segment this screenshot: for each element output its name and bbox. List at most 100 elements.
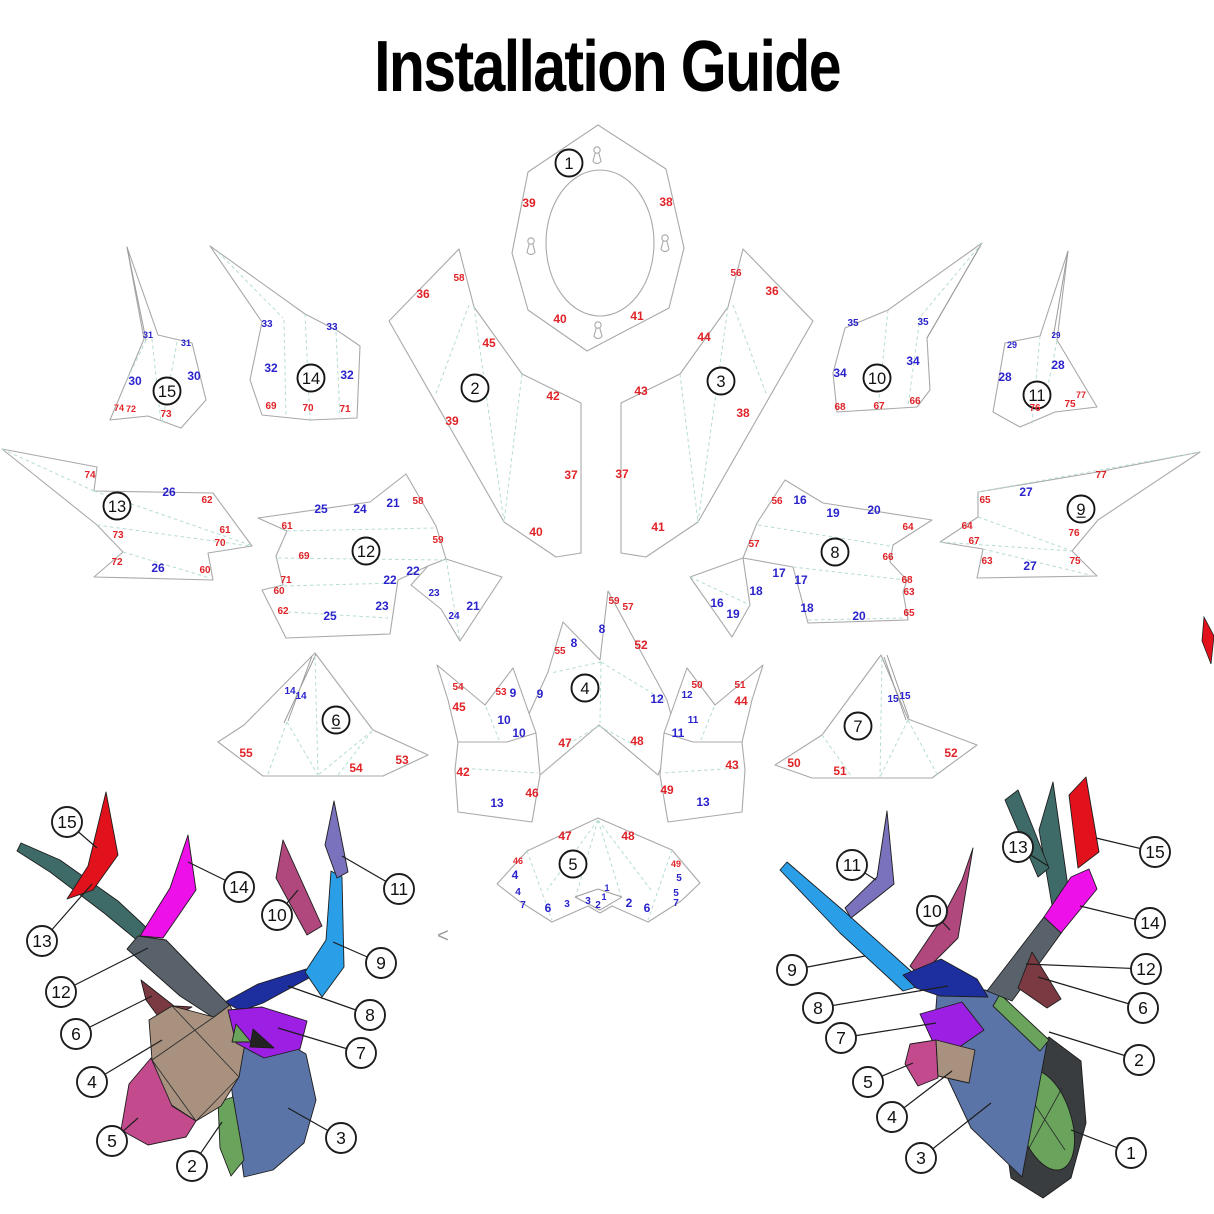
callout-badge	[1115, 1137, 1147, 1169]
edge-number: 76	[1068, 528, 1080, 539]
edge-number: 28	[1051, 358, 1065, 372]
edge-number: 33	[326, 322, 338, 333]
edge-number: 71	[280, 575, 292, 586]
edge-number: 50	[787, 756, 801, 770]
piece-number: 13	[108, 498, 126, 516]
edge-number: 52	[944, 746, 958, 760]
edge-number: 14	[284, 686, 296, 697]
edge-number: 75	[1064, 399, 1076, 410]
callout-badge	[26, 925, 58, 957]
edge-number: 73	[160, 409, 172, 420]
callout-line	[817, 985, 949, 1009]
right-deer-face-4	[935, 1039, 976, 1084]
edge-number: 2	[595, 900, 601, 911]
edge-number: 75	[1069, 556, 1081, 567]
callout-number: 7	[836, 1028, 846, 1048]
callout-badge	[325, 1122, 357, 1154]
right-deer-muzzle-5	[904, 1039, 939, 1087]
right-deer-back-2	[992, 993, 1050, 1052]
edge-number: 29	[1007, 340, 1017, 350]
edge-number: 50	[691, 680, 703, 691]
piece-number: 1	[564, 155, 573, 173]
edge-number: 8	[599, 622, 606, 636]
edge-number: 56	[771, 496, 783, 507]
piece-number-badge	[1022, 380, 1052, 410]
edge-number: 24	[448, 611, 460, 622]
edge-number: 9	[537, 687, 544, 701]
edge-number: 6	[644, 901, 651, 915]
edge-number: 36	[416, 287, 430, 301]
left-deer-model	[16, 791, 349, 1178]
edge-number: 45	[452, 700, 466, 714]
callout-badge	[1130, 953, 1162, 985]
callout-badge	[916, 895, 948, 927]
edge-number: 44	[697, 330, 711, 344]
callout-badge	[176, 1150, 208, 1182]
piece-number: 6	[331, 712, 340, 730]
piece-number: 14	[302, 370, 320, 388]
piece-number-badge	[570, 673, 600, 703]
edge-number: 9	[510, 686, 517, 700]
piece-number-badge	[820, 537, 850, 567]
callout-badge	[776, 954, 808, 986]
callout-number: 11	[390, 879, 408, 899]
edge-number: 42	[546, 389, 560, 403]
edge-number: 38	[659, 195, 673, 209]
edge-number: 43	[634, 384, 648, 398]
callout-number: 1	[1126, 1143, 1136, 1163]
edge-number: 20	[867, 503, 881, 517]
edge-number: 74	[114, 403, 124, 413]
edge-number: 57	[748, 539, 760, 550]
edge-number: 4	[515, 887, 521, 898]
callout-number: 15	[1145, 842, 1164, 862]
edge-number: 45	[482, 336, 496, 350]
edge-number: 68	[901, 575, 913, 586]
edge-number: 18	[800, 601, 814, 615]
edge-number: 24	[353, 502, 367, 516]
callout-line	[1037, 976, 1144, 1009]
edge-number: 62	[277, 606, 289, 617]
edge-number: 54	[349, 761, 363, 775]
edge-number: 34	[906, 354, 920, 368]
callout-badge	[365, 947, 397, 979]
edge-number: 10	[512, 726, 526, 740]
edge-number: 7	[673, 898, 679, 909]
callout-badge	[45, 976, 77, 1008]
edge-number: 23	[375, 599, 389, 613]
callout-number: 11	[843, 855, 861, 875]
edge-number: 41	[630, 309, 644, 323]
piece-number: 8	[830, 544, 839, 562]
callout-number: 4	[87, 1072, 97, 1092]
edge-number: 37	[564, 468, 578, 482]
edge-number: 26	[151, 561, 165, 575]
callout-number: 7	[356, 1043, 366, 1063]
piece-7-outline	[774, 654, 978, 779]
piece-14-outline	[209, 245, 361, 421]
edge-number: 35	[847, 318, 859, 329]
left-deer-back-2	[217, 1096, 245, 1177]
edge-number: 49	[671, 859, 681, 869]
callout-badge	[1002, 831, 1034, 863]
right-deer-antler-14	[1043, 868, 1098, 934]
edge-number: 77	[1076, 390, 1086, 400]
keyhole-slots	[526, 146, 670, 339]
piece-number-badge	[862, 363, 892, 393]
edge-number: 43	[725, 758, 739, 772]
edge-number: 62	[201, 495, 213, 506]
edge-number: 66	[882, 552, 894, 563]
callout-number: 12	[51, 982, 70, 1002]
piece-number: 4	[580, 680, 589, 698]
callout-badge	[1139, 836, 1171, 868]
edge-number: 38	[736, 406, 750, 420]
callout-badge	[96, 1125, 128, 1157]
edge-number: 28	[998, 370, 1012, 384]
edge-number: 49	[660, 783, 674, 797]
piece-11-outline	[992, 250, 1098, 428]
callout-line	[60, 947, 149, 993]
edge-number: 47	[558, 829, 572, 843]
callout-number: 10	[267, 905, 287, 925]
callout-number: 3	[336, 1128, 346, 1148]
